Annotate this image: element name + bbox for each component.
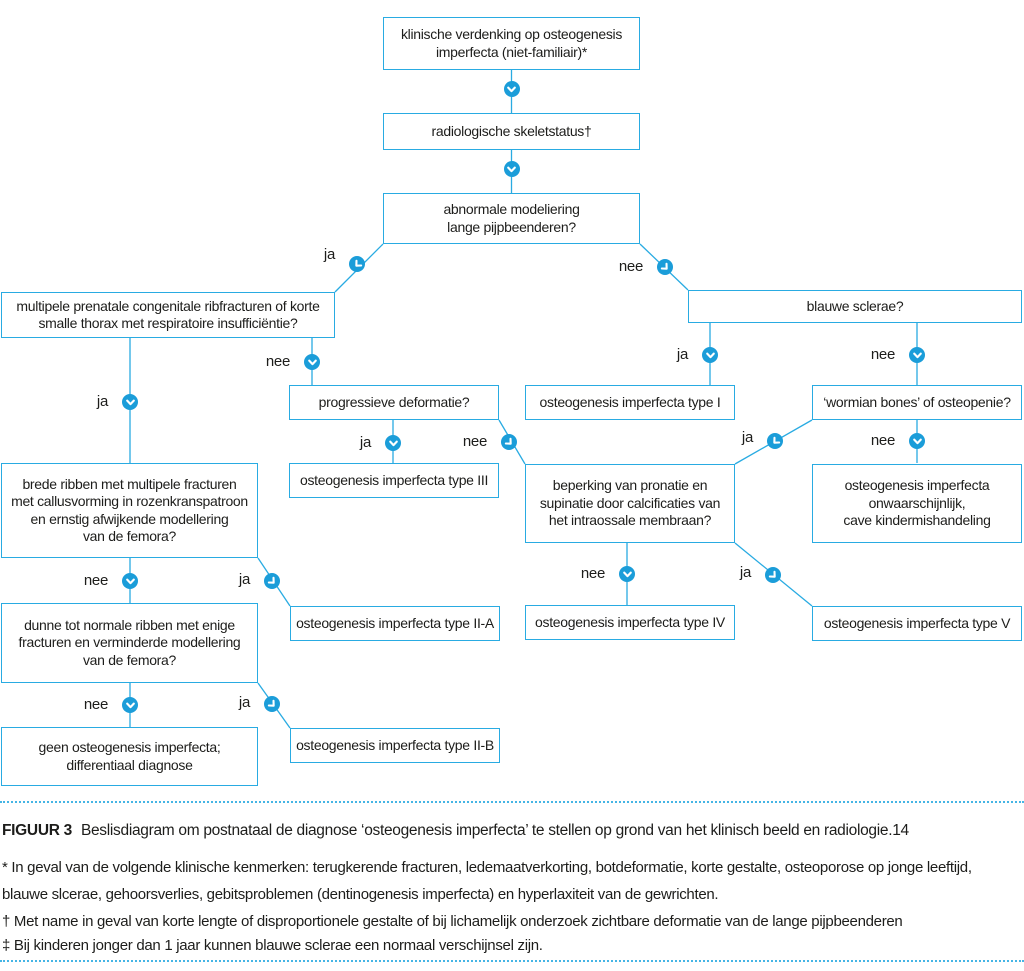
node-oi-type-v: osteogenesis imperfecta type V — [812, 606, 1022, 641]
edge-label-nee: nee — [618, 258, 643, 275]
dotted-separator-top — [0, 801, 1024, 803]
node-oi-unlikely: osteogenesis imperfecta onwaarschijnlijk… — [812, 464, 1022, 543]
figure-caption-text: Beslisdiagram om postnataal de diagnose … — [80, 822, 909, 839]
node-blue-sclerae: blauwe sclerae? — [688, 290, 1022, 323]
footnote-dagger: † Met name in geval van korte lengte of … — [2, 913, 903, 930]
edge-label-ja: ja — [238, 694, 250, 711]
arrow-down-icon — [385, 435, 401, 451]
arrow-down-right-icon — [657, 259, 673, 275]
arrow-down-icon — [619, 566, 635, 582]
edge-label-ja: ja — [96, 393, 108, 410]
arrow-down-left-icon — [349, 256, 365, 272]
node-thin-ribs: dunne tot normale ribben met enige fract… — [1, 603, 258, 683]
edge-label-nee: nee — [462, 433, 487, 450]
node-broad-ribs: brede ribben met multipele fracturen met… — [1, 463, 258, 558]
figure-caption: FIGUUR 3 Beslisdiagram om postnataal de d… — [2, 820, 1020, 842]
arrow-down-left-icon — [767, 433, 783, 449]
edge-label-ja: ja — [741, 429, 753, 446]
node-oi-type-iv: osteogenesis imperfecta type IV — [525, 605, 735, 640]
arrow-down-icon — [503, 161, 520, 177]
arrow-down-right-icon — [501, 434, 517, 450]
node-oi-type-iii: osteogenesis imperfecta type III — [289, 463, 499, 498]
arrow-down-icon — [909, 433, 925, 449]
node-no-oi: geen osteogenesis imperfecta; differenti… — [1, 727, 258, 786]
node-rib-fractures: multipele prenatale congenitale ribfract… — [1, 292, 335, 338]
footnote-asterisk: * In geval van de volgende klinische ken… — [2, 859, 972, 903]
arrow-down-icon — [702, 347, 718, 363]
arrow-down-icon — [304, 354, 320, 370]
dotted-separator-bottom — [0, 960, 1024, 962]
edge-label-ja: ja — [739, 564, 751, 581]
edge-label-ja: ja — [359, 434, 371, 451]
node-oi-type-ii-a: osteogenesis imperfecta type II-A — [290, 606, 500, 641]
arrow-down-icon — [503, 81, 520, 97]
edge-label-nee: nee — [580, 565, 605, 582]
edge-label-nee: nee — [870, 346, 895, 363]
arrow-down-icon — [122, 394, 138, 410]
edge-label-nee: nee — [265, 353, 290, 370]
edge-label-nee: nee — [83, 572, 108, 589]
node-progressive-deformity: progressieve deformatie? — [289, 385, 499, 420]
arrow-down-icon — [122, 697, 138, 713]
edge-label-ja: ja — [676, 346, 688, 363]
figure-caption-tag: FIGUUR 3 — [2, 822, 72, 839]
arrow-down-right-icon — [264, 696, 280, 712]
node-oi-type-i: osteogenesis imperfecta type I — [525, 385, 735, 420]
node-skeletal-status: radiologische skeletstatus† — [383, 113, 640, 150]
arrow-down-icon — [122, 573, 138, 589]
footnote-double-dagger: ‡ Bij kinderen jonger dan 1 jaar kunnen … — [2, 937, 543, 954]
arrow-down-right-icon — [765, 567, 781, 583]
arrow-down-icon — [909, 347, 925, 363]
node-wormian-bones: ‘wormian bones’ of osteopenie? — [812, 385, 1022, 420]
node-clinical-suspicion: klinische verdenking op osteogenesis imp… — [383, 17, 640, 70]
edge-label-ja: ja — [323, 246, 335, 263]
node-abnormal-modeling: abnormale modeliering lange pijpbeendere… — [383, 193, 640, 244]
arrow-down-right-icon — [264, 573, 280, 589]
edge-label-ja: ja — [238, 571, 250, 588]
node-pronation-limitation: beperking van pronatie en supinatie door… — [525, 464, 735, 543]
edge-label-nee: nee — [83, 696, 108, 713]
edge-label-nee: nee — [870, 432, 895, 449]
node-oi-type-ii-b: osteogenesis imperfecta type II-B — [290, 728, 500, 763]
